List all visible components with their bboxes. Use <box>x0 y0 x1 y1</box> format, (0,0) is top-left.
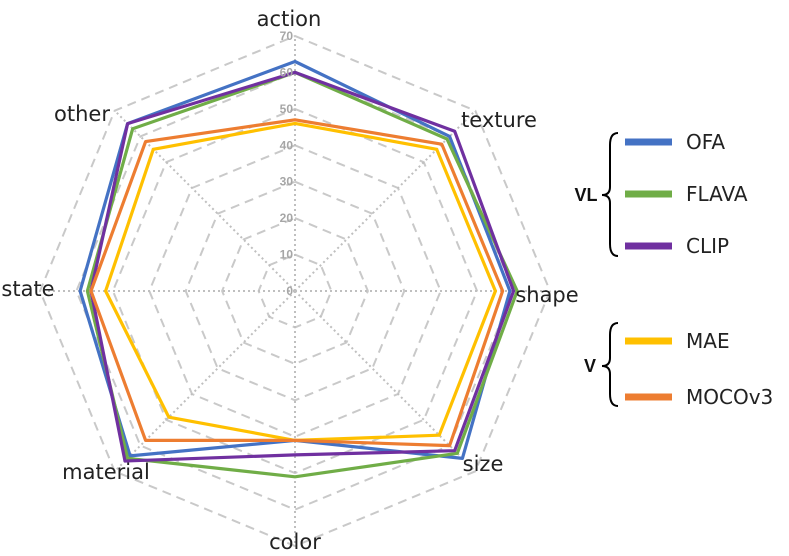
legend-label-mocov3: MOCOv3 <box>686 385 773 409</box>
legend-brace-v <box>601 322 619 407</box>
legend-label-flava: FLAVA <box>686 182 748 206</box>
series-mocov3 <box>89 118 505 448</box>
legend-brace-vl <box>601 132 619 257</box>
axis-label-texture: texture <box>461 108 537 132</box>
grid-ring-40 <box>148 144 442 438</box>
axis-label-color: color <box>269 530 321 554</box>
grid-ring-60 <box>75 71 515 511</box>
spoke-other <box>113 109 296 292</box>
axis-label-material: material <box>62 460 150 484</box>
spoke-texture <box>294 109 477 292</box>
axis-label-size: size <box>463 452 504 476</box>
series-flava <box>85 70 519 479</box>
legend: VL OFA FLAVA CLIP V MAE MOCOv3 <box>574 130 773 409</box>
legend-label-ofa: OFA <box>686 130 725 154</box>
tick-label-70: 70 <box>280 29 294 43</box>
axis-label-action: action <box>257 7 322 31</box>
radial-tick-labels: 0 10 20 30 40 50 60 70 <box>280 29 294 298</box>
axis-label-state: state <box>1 277 54 301</box>
tick-label-10: 10 <box>280 248 294 262</box>
tick-label-30: 30 <box>280 175 294 189</box>
tick-label-50: 50 <box>280 102 294 116</box>
axis-labels: action texture shape size color material state… <box>1 7 578 554</box>
tick-label-60: 60 <box>280 65 294 79</box>
tick-label-20: 20 <box>280 211 294 225</box>
grid-ring-70 <box>38 34 552 548</box>
radar-series <box>78 59 519 479</box>
legend-group-label-vl: VL <box>574 185 597 205</box>
legend-group-label-v: V <box>584 356 596 376</box>
legend-label-mae: MAE <box>686 329 730 353</box>
series-clip <box>89 70 516 463</box>
radar-grid <box>38 34 552 548</box>
legend-label-clip: CLIP <box>686 234 729 258</box>
axis-label-shape: shape <box>515 283 578 307</box>
axis-label-other: other <box>54 102 110 126</box>
grid-ring-30 <box>184 180 406 402</box>
tick-label-0: 0 <box>286 284 293 298</box>
grid-ring-50 <box>111 107 479 475</box>
tick-label-40: 40 <box>280 138 294 152</box>
